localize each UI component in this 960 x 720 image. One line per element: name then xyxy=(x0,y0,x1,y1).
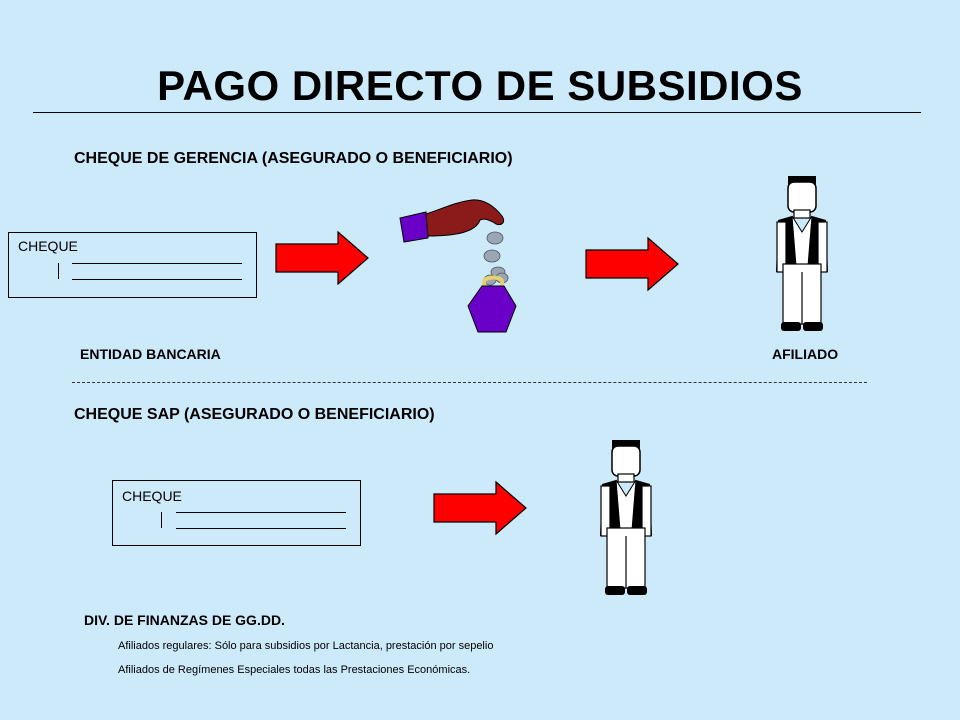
section2-heading: CHEQUE SAP (ASEGURADO O BENEFICIARIO) xyxy=(74,406,435,423)
person-icon xyxy=(776,176,828,331)
right-arrow-icon xyxy=(585,236,679,292)
cheque-line-1b xyxy=(72,279,242,280)
cheque-tick-1 xyxy=(58,263,59,279)
hand-dropping-coins-into-purse-icon xyxy=(399,199,517,333)
note-regular-members: Afiliados regulares: Sólo para subsidios… xyxy=(118,640,494,652)
title-underline xyxy=(33,112,921,113)
note-special-regimes: Afiliados de Regímenes Especiales todas … xyxy=(118,664,471,676)
right-arrow-icon xyxy=(275,230,369,286)
cheque-label-1: CHEQUE xyxy=(18,238,78,254)
person-icon xyxy=(600,440,652,595)
cheque-box-1: CHEQUE xyxy=(8,232,257,298)
source-label-2: DIV. DE FINANZAS DE GG.DD. xyxy=(84,612,285,628)
source-label-1: ENTIDAD BANCARIA xyxy=(80,346,221,362)
cheque-line-2a xyxy=(176,512,346,513)
target-label-1: AFILIADO xyxy=(772,346,839,362)
section1-heading: CHEQUE DE GERENCIA (ASEGURADO O BENEFICI… xyxy=(74,150,513,167)
cheque-box-2: CHEQUE xyxy=(112,480,361,546)
section-divider xyxy=(72,382,867,383)
cheque-line-2b xyxy=(176,528,346,529)
page-title: PAGO DIRECTO DE SUBSIDIOS xyxy=(157,62,803,109)
cheque-label-2: CHEQUE xyxy=(122,488,182,504)
right-arrow-icon xyxy=(433,480,527,536)
cheque-tick-2 xyxy=(161,512,162,528)
cheque-line-1a xyxy=(72,263,242,264)
